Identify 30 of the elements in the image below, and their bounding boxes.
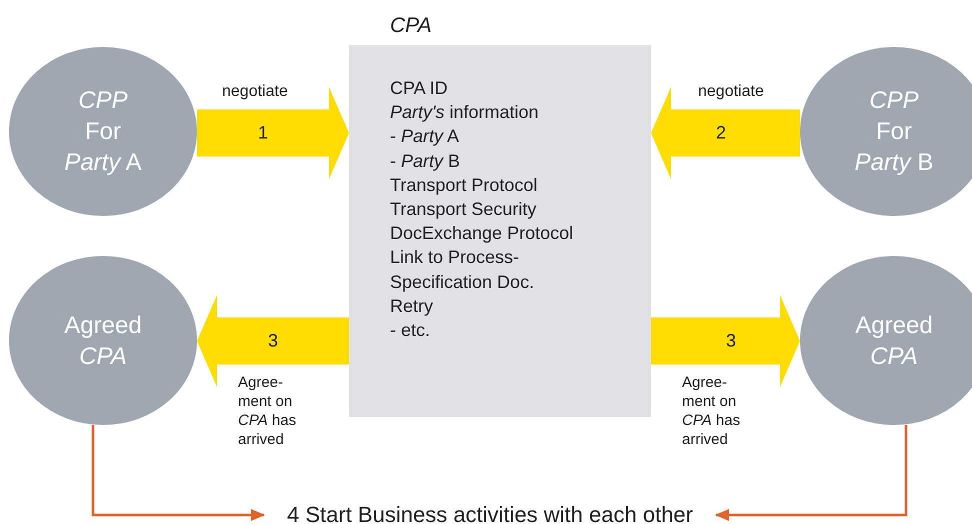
node-label: CPP For Party B — [854, 86, 934, 178]
panel-heading: CPA — [390, 13, 432, 39]
panel-text-line: CPA ID — [390, 77, 449, 100]
block-arrow — [651, 295, 800, 387]
edge-label: 3 — [726, 330, 736, 352]
note-text: negotiate — [698, 82, 765, 102]
edge-label: 2 — [716, 122, 726, 144]
panel-text-line: Transport Protocol — [390, 174, 538, 197]
panel-text-line: Transport Security — [390, 198, 538, 222]
panel-text-line: Link to Process-Specification Doc. — [390, 246, 536, 294]
caption-text: 4 Start Business activities with each other — [287, 502, 693, 524]
block-arrow — [197, 87, 349, 179]
note-text: negotiate — [222, 82, 289, 102]
node-label: Agreed CPA — [63, 310, 143, 372]
panel-text-line: Retry — [390, 294, 434, 318]
edge-label: 1 — [258, 122, 268, 144]
panel-text-line: - Party A — [390, 125, 460, 148]
edge-label: 3 — [268, 330, 278, 352]
panel-text-line: Party's information — [390, 101, 540, 124]
node-label: Agreed CPA — [854, 310, 934, 372]
connector-arrow — [715, 425, 908, 521]
panel-text-line: DocExchange Protocol — [390, 222, 574, 246]
note-text: Agree-ment on CPA has arrived — [238, 373, 298, 449]
block-arrow — [651, 87, 800, 179]
node-label: CPP For Party A — [63, 86, 143, 178]
panel-text-line: - etc. — [390, 319, 432, 342]
block-arrow — [197, 295, 349, 387]
panel-text-line: - Party B — [390, 150, 462, 173]
connector-arrow — [92, 425, 265, 521]
note-text: Agree-ment on CPA has arrived — [682, 373, 742, 449]
